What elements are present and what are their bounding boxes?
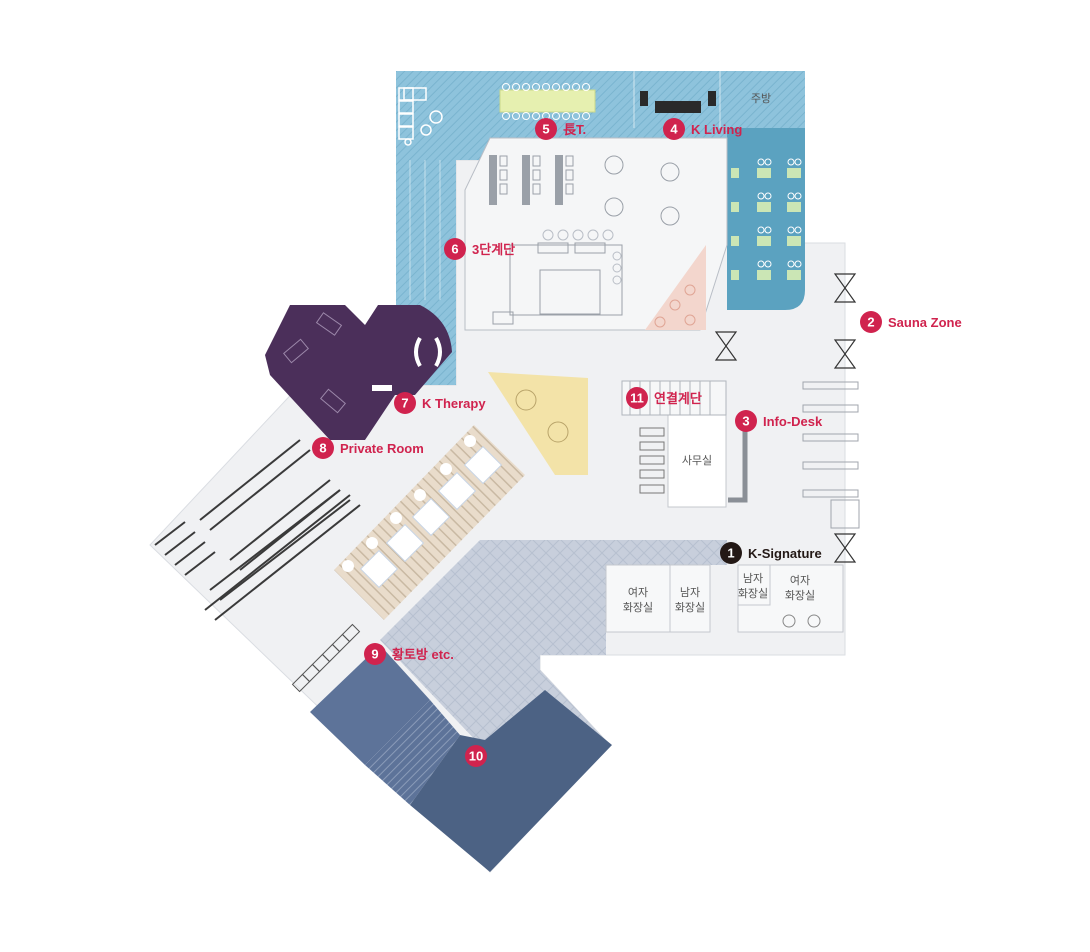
marker-3[interactable]: 3 Info-Desk (735, 410, 823, 432)
marker-badge[interactable] (735, 410, 757, 432)
k-therapy-area (265, 305, 452, 440)
marker-label[interactable]: 연결계단 (654, 391, 702, 406)
long-table (499, 89, 596, 113)
pattern-floor (380, 540, 727, 745)
sauna-zone-area (727, 128, 805, 310)
marker-7[interactable]: 7 K Therapy (394, 392, 486, 414)
marker-label[interactable]: 長T. (563, 122, 586, 137)
peach-lounge (645, 245, 706, 330)
long-table-chairs (502, 83, 590, 120)
navy-room-main (410, 690, 612, 872)
marker-badge[interactable] (663, 118, 685, 140)
marker-badge[interactable] (860, 311, 882, 333)
marker-badge[interactable] (465, 745, 487, 767)
marker-11[interactable]: 11 연결계단 (626, 387, 702, 409)
marker-badge[interactable] (720, 542, 742, 564)
info-desk (728, 428, 748, 503)
restroom-block-2 (737, 564, 844, 633)
marker-8[interactable]: 8 Private Room (312, 437, 424, 459)
right-lockers (802, 381, 860, 529)
navy-room-left (310, 645, 430, 765)
marker-2[interactable]: 2 Sauna Zone (860, 311, 962, 333)
marker-label[interactable]: K Therapy (422, 396, 486, 411)
restroom-block-1 (605, 564, 711, 633)
marker-label[interactable]: 황토방 etc. (392, 647, 454, 662)
marker-label[interactable]: Private Room (340, 441, 424, 456)
marker-badge[interactable] (444, 238, 466, 260)
doors (714, 273, 857, 563)
marker-1[interactable]: 1 K-Signature (720, 542, 822, 564)
k-living-sofa (655, 101, 701, 113)
marker-label[interactable]: K Living (691, 122, 742, 137)
marker-number: 5 (542, 122, 549, 137)
office-room (667, 414, 727, 508)
marker-number: 11 (630, 391, 644, 406)
marker-number: 6 (451, 242, 458, 257)
marker-4[interactable]: 4 K Living (663, 118, 742, 140)
kitchen-label: 주방 (751, 92, 771, 105)
deck-loungers (359, 445, 503, 589)
marker-10[interactable]: 10 (465, 745, 487, 767)
marker-badge[interactable] (394, 392, 416, 414)
marker-number: 8 (319, 441, 326, 456)
marker-badge[interactable] (364, 643, 386, 665)
sauna-beds (731, 168, 801, 280)
yellow-lounge (488, 372, 588, 475)
marker-number: 7 (401, 396, 408, 411)
marker-label[interactable]: Info-Desk (763, 414, 823, 429)
markers-layer: 1 K-Signature 2 Sauna Zone 3 Info-Desk 4 K Livi… (312, 118, 962, 767)
pool-loungers (398, 87, 443, 146)
navy-room-stripes (365, 700, 460, 805)
cafe-tables (489, 155, 563, 205)
marker-number: 10 (469, 749, 483, 764)
office-label: 사무실 (682, 454, 712, 467)
marker-label[interactable]: K-Signature (748, 546, 822, 561)
marker-5[interactable]: 5 長T. (535, 118, 586, 140)
marker-number: 1 (727, 546, 734, 561)
marker-number: 3 (742, 414, 749, 429)
marker-label[interactable]: Sauna Zone (888, 315, 962, 330)
marker-number: 2 (867, 315, 874, 330)
marker-6[interactable]: 6 3단계단 (444, 238, 515, 260)
locker-rows (154, 439, 361, 621)
marker-badge[interactable] (535, 118, 557, 140)
marker-badge[interactable] (312, 437, 334, 459)
small-chairs (291, 623, 361, 693)
marker-number: 4 (670, 122, 678, 137)
marker-badge[interactable] (626, 387, 648, 409)
marker-number: 9 (371, 647, 378, 662)
marker-9[interactable]: 9 황토방 etc. (364, 643, 454, 665)
marker-label[interactable]: 3단계단 (472, 242, 515, 257)
